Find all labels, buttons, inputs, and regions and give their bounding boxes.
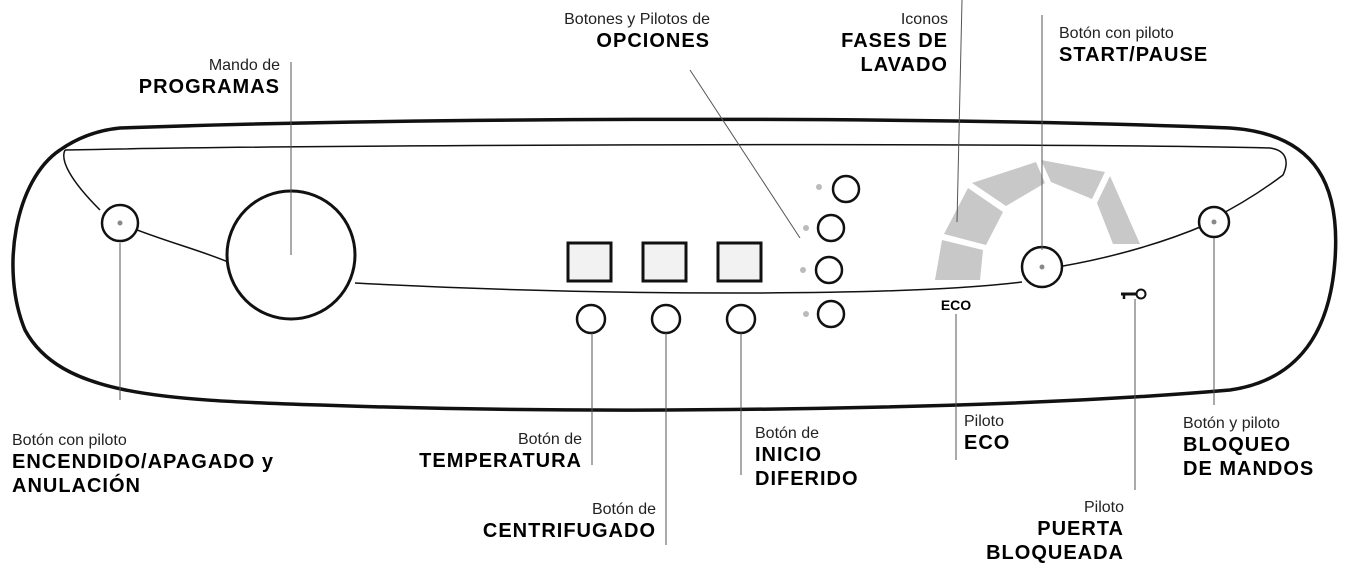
label-encendido-bold-2: ANULACIÓN xyxy=(12,475,141,498)
label-bloqueo-bold-2: DE MANDOS xyxy=(1183,458,1315,481)
label-centrifugado-small: Botón de xyxy=(591,501,656,518)
label-eco-bold: ECO xyxy=(964,432,1011,455)
display-delay xyxy=(716,241,763,283)
label-bloqueo-bold-1: BLOQUEO xyxy=(1183,434,1292,457)
label-programas: Mando de PROGRAMAS xyxy=(139,56,280,99)
start-pause-led xyxy=(1039,264,1045,270)
label-bloqueo: Botón y piloto BLOQUEO DE MANDOS xyxy=(1183,414,1314,481)
option-led-3 xyxy=(800,267,806,273)
label-eco-small: Piloto xyxy=(964,413,1005,430)
label-start-bold: START/PAUSE xyxy=(1059,44,1209,67)
option-button-2[interactable] xyxy=(816,213,846,243)
label-bloqueo-small: Botón y piloto xyxy=(1183,415,1280,432)
leader-opciones xyxy=(689,69,801,239)
label-fases-bold-1: FASES DE xyxy=(841,30,948,53)
label-opciones-bold: OPCIONES xyxy=(596,30,710,53)
option-button-1[interactable] xyxy=(831,174,861,204)
phase-icons-arc xyxy=(935,160,1140,280)
panel-inner-recess xyxy=(63,143,1287,221)
phase-segment-2 xyxy=(944,188,1003,245)
label-opciones-small: Botones y Pilotos de xyxy=(564,11,710,28)
panel-outline xyxy=(11,117,1338,412)
phase-segment-5 xyxy=(1097,176,1140,244)
label-encendido-small: Botón con piloto xyxy=(12,432,127,449)
leader-fases xyxy=(956,0,963,223)
label-puerta-bold-1: PUERTA xyxy=(1037,518,1124,541)
label-programas-bold: PROGRAMAS xyxy=(138,76,280,99)
label-inicio-small: Botón de xyxy=(755,425,820,442)
eco-led-text: ECO xyxy=(941,297,971,313)
label-temperatura: Botón de TEMPERATURA xyxy=(419,430,582,473)
phase-segment-4 xyxy=(1041,160,1105,199)
option-buttons xyxy=(800,174,861,329)
label-fases: Iconos FASES DE LAVADO xyxy=(841,10,948,77)
label-puerta: Piloto PUERTA BLOQUEADA xyxy=(986,498,1124,565)
option-led-4 xyxy=(803,311,809,317)
leader-lines xyxy=(119,0,1215,545)
label-centrifugado-bold: CENTRIFUGADO xyxy=(482,520,656,543)
phase-segment-3 xyxy=(972,162,1045,206)
power-button[interactable] xyxy=(100,203,140,243)
start-pause-button[interactable] xyxy=(1020,245,1064,289)
display-temperature xyxy=(566,241,613,283)
child-lock-button[interactable] xyxy=(1197,205,1231,239)
option-led-2 xyxy=(803,225,809,231)
temperature-button[interactable] xyxy=(575,303,607,335)
label-centrifugado: Botón de CENTRIFUGADO xyxy=(483,500,656,543)
child-lock-led xyxy=(1211,219,1217,225)
label-fases-small: Iconos xyxy=(900,11,948,28)
display-spin xyxy=(641,241,688,283)
label-start: Botón con piloto START/PAUSE xyxy=(1059,24,1208,67)
label-opciones: Botones y Pilotos de OPCIONES xyxy=(564,10,710,53)
spin-button[interactable] xyxy=(650,303,682,335)
label-temperatura-bold: TEMPERATURA xyxy=(419,450,582,473)
label-inicio-bold-2: DIFERIDO xyxy=(755,468,859,491)
label-inicio: Botón de INICIO DIFERIDO xyxy=(755,424,859,491)
label-puerta-bold-2: BLOQUEADA xyxy=(986,542,1124,565)
label-encendido-bold-1: ENCENDIDO/APAGADO y xyxy=(12,451,274,474)
key-icon xyxy=(1121,288,1147,300)
label-fases-bold-2: LAVADO xyxy=(860,54,948,77)
option-button-3[interactable] xyxy=(814,255,844,285)
label-puerta-small: Piloto xyxy=(1083,499,1124,516)
label-temperatura-small: Botón de xyxy=(517,431,582,448)
option-button-4[interactable] xyxy=(816,299,846,329)
phase-segment-1 xyxy=(935,240,983,280)
option-led-1 xyxy=(816,184,822,190)
label-encendido: Botón con piloto ENCENDIDO/APAGADO y ANU… xyxy=(12,431,274,498)
delay-start-button[interactable] xyxy=(725,303,757,335)
label-start-small: Botón con piloto xyxy=(1059,25,1174,42)
label-programas-small: Mando de xyxy=(208,57,280,74)
label-eco: Piloto ECO xyxy=(964,412,1010,455)
label-inicio-bold-1: INICIO xyxy=(755,444,823,467)
power-led xyxy=(117,220,123,226)
